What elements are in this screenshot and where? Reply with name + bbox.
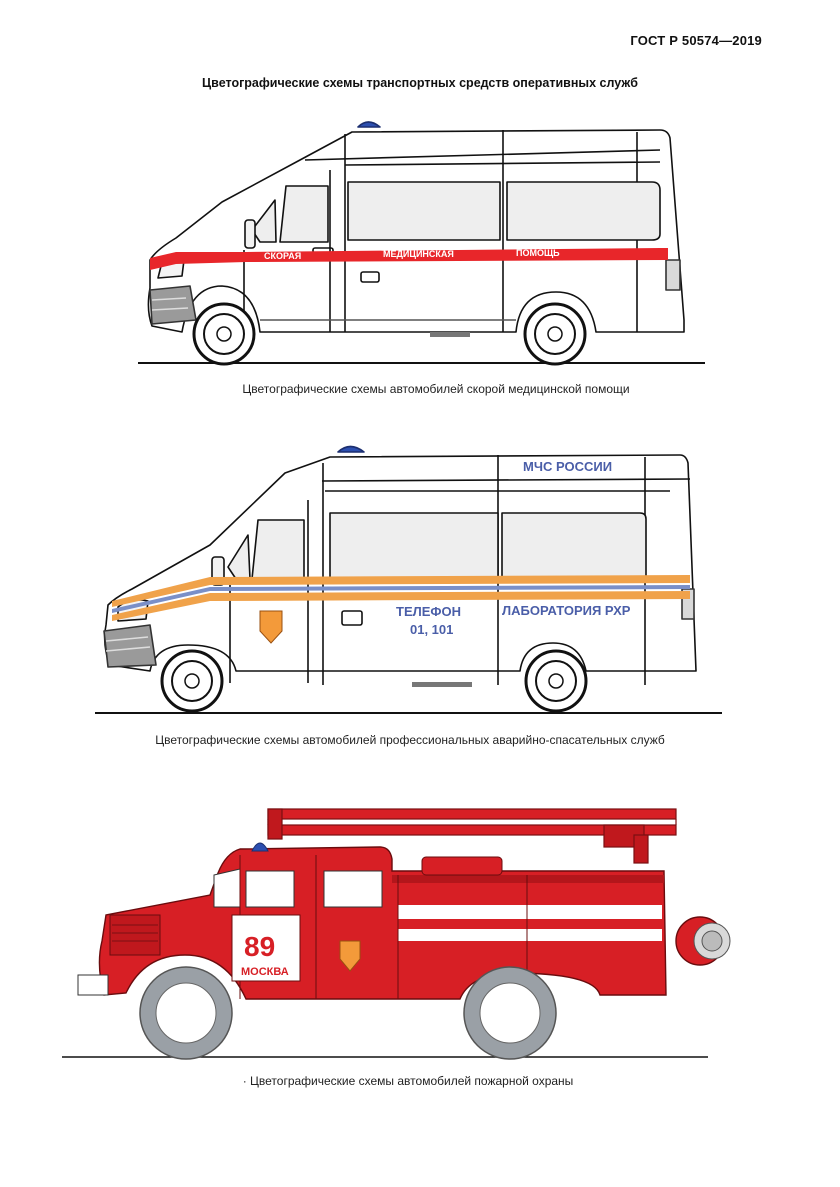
rescue-caption: Цветографические схемы автомобилей профе… <box>155 733 665 747</box>
page-title: Цветографические схемы транспортных сред… <box>202 76 638 90</box>
rescue-rear-wheel <box>524 649 588 713</box>
fire-hose-reel <box>675 916 731 966</box>
fire-ladder <box>267 808 677 864</box>
rescue-phone-numbers: 01, 101 <box>410 622 453 637</box>
fire-city-label: МОСКВА <box>241 966 289 978</box>
ambulance-caption: Цветографические схемы автомобилей скоро… <box>242 382 630 396</box>
ambulance-stripe-word-1: СКОРАЯ <box>264 251 301 261</box>
rescue-roof-text: МЧС РОССИИ <box>523 459 612 474</box>
rescue-emblem <box>259 610 283 644</box>
fire-truck-illustration: 89 МОСКВА <box>62 808 731 1060</box>
rescue-phone-label: ТЕЛЕФОН <box>396 604 461 619</box>
rescue-side-text: ЛАБОРАТОРИЯ РХР <box>502 603 631 618</box>
fire-caption: · Цветографические схемы автомобилей пож… <box>242 1074 574 1088</box>
standard-number: ГОСТ Р 50574—2019 <box>630 33 762 48</box>
ambulance-stripe-word-3: ПОМОЩЬ <box>516 248 560 258</box>
fire-front-wheel <box>139 966 233 1060</box>
fire-emblem <box>339 940 361 972</box>
rescue-front-wheel <box>160 649 224 713</box>
ambulance-front-wheel <box>192 302 256 366</box>
ambulance-rear-wheel <box>523 302 587 366</box>
ambulance-illustration: СКОРАЯ МЕДИЦИНСКАЯ ПОМОЩЬ <box>138 121 705 366</box>
ambulance-stripe-word-2: МЕДИЦИНСКАЯ <box>383 249 454 259</box>
fire-rear-wheel <box>463 966 557 1060</box>
rescue-illustration: МЧС РОССИИ ТЕЛЕФОН 01, 101 ЛАБОРАТОРИЯ Р… <box>95 445 722 714</box>
fire-unit-number: 89 <box>244 931 275 962</box>
